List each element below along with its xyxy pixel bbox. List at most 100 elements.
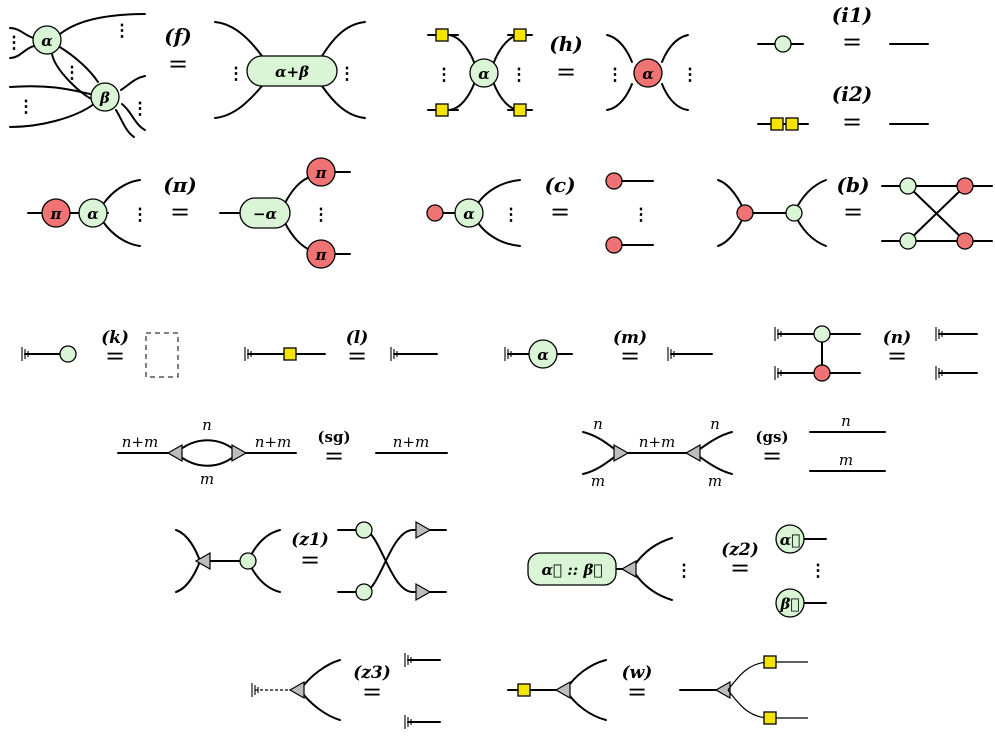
split-triangle xyxy=(415,582,432,602)
hadamard-box xyxy=(283,347,297,361)
svg-text:⋮: ⋮ xyxy=(132,205,149,225)
rule-c: α ⋮ (c) = ⋮ xyxy=(426,172,654,254)
empty-diagram xyxy=(145,332,179,378)
svg-text:=: = xyxy=(550,198,570,226)
red-spider-empty xyxy=(813,364,831,382)
split-triangle xyxy=(166,443,183,463)
svg-text:m: m xyxy=(708,472,722,490)
svg-text:n+m: n+m xyxy=(122,433,158,451)
rule-label-h: (h) xyxy=(549,32,582,56)
hadamard-box xyxy=(513,28,527,42)
rule-l: (l) = xyxy=(244,328,438,370)
list-spider xyxy=(527,552,617,586)
svg-text:⋮: ⋮ xyxy=(132,99,149,119)
svg-text:n: n xyxy=(202,416,212,434)
svg-text:β⃗: β⃗ xyxy=(780,595,800,613)
svg-text:m: m xyxy=(591,472,605,490)
svg-text:π: π xyxy=(50,205,63,223)
green-spider xyxy=(469,58,499,88)
rule-label-n: (n) xyxy=(883,328,911,348)
rule-z1: (z1) = xyxy=(175,520,447,602)
svg-text:α: α xyxy=(642,65,654,83)
red-spider-pi xyxy=(306,157,336,187)
green-spider-empty xyxy=(813,325,831,343)
rule-label-pi: (π) xyxy=(163,173,197,197)
rule-label-l: (l) xyxy=(346,328,369,348)
rule-label-b: (b) xyxy=(837,173,870,197)
svg-text:n: n xyxy=(710,415,720,433)
red-spider-empty xyxy=(956,177,974,195)
equals-sign: = xyxy=(168,50,188,78)
spider-phase-alpha: α xyxy=(41,32,53,50)
svg-text:⋮: ⋮ xyxy=(676,561,693,581)
green-spider-alpha xyxy=(78,198,108,228)
svg-text:=: = xyxy=(627,678,647,706)
svg-text:α⃗ :: β⃗: α⃗ :: β⃗ xyxy=(541,561,602,579)
svg-text:n: n xyxy=(593,415,603,433)
svg-text:⋮: ⋮ xyxy=(339,64,356,84)
svg-text:⋮: ⋮ xyxy=(682,65,699,85)
rule-label-gs: (gs) xyxy=(755,428,788,446)
svg-text:π: π xyxy=(315,246,328,264)
svg-text:=: = xyxy=(300,546,320,574)
merge-triangle xyxy=(231,443,248,463)
svg-text:=: = xyxy=(762,442,782,470)
hadamard-box xyxy=(435,103,449,117)
svg-text:=: = xyxy=(347,342,367,370)
merge-triangle xyxy=(554,680,571,700)
svg-text:=: = xyxy=(620,342,640,370)
merge-triangle xyxy=(288,680,305,700)
rule-label-c: (c) xyxy=(544,173,575,197)
hadamard-box xyxy=(763,711,777,725)
rule-i2: (i2) = xyxy=(757,82,929,136)
red-spider-empty xyxy=(605,172,623,190)
green-spider-alpha xyxy=(454,198,484,228)
red-spider-empty xyxy=(736,204,754,222)
rule-label-z1: (z1) xyxy=(291,530,329,550)
svg-text:⋮: ⋮ xyxy=(810,561,827,581)
rule-b: (b) = xyxy=(717,173,993,250)
rule-label-m: (m) xyxy=(613,328,647,348)
rule-z3: (z3) = xyxy=(251,652,441,730)
rule-label-z3: (z3) xyxy=(353,663,391,683)
hadamard-box xyxy=(435,28,449,42)
svg-text:=: = xyxy=(730,554,750,582)
svg-text:α: α xyxy=(478,65,490,83)
green-spider-empty xyxy=(355,583,373,601)
green-spider-alpha xyxy=(32,25,62,55)
svg-text:=: = xyxy=(842,108,862,136)
hadamard-box xyxy=(513,103,527,117)
red-spider-empty xyxy=(605,236,623,254)
svg-text:α: α xyxy=(463,205,475,223)
svg-text:⋮: ⋮ xyxy=(313,205,330,225)
green-spider-empty xyxy=(899,177,917,195)
svg-text:m: m xyxy=(839,451,853,469)
svg-text:π: π xyxy=(315,164,328,182)
svg-text:n+m: n+m xyxy=(255,433,291,451)
green-spider-empty xyxy=(59,345,77,363)
rule-label-w: (w) xyxy=(622,663,653,683)
red-spider-pi xyxy=(306,239,336,269)
spider-phase-beta: β xyxy=(99,89,110,107)
green-spider-neg-alpha xyxy=(239,197,291,229)
svg-text:⋮: ⋮ xyxy=(6,33,23,53)
merge-triangle xyxy=(714,680,731,700)
svg-text:−α: −α xyxy=(253,205,278,223)
rule-label-k: (k) xyxy=(101,328,129,348)
svg-text:⋮: ⋮ xyxy=(18,97,35,117)
green-spider-beta xyxy=(90,82,120,112)
rule-label-f: (f) xyxy=(164,24,192,48)
svg-text:n+m: n+m xyxy=(639,433,675,451)
green-spider-empty xyxy=(355,521,373,539)
rule-sg: n+m n m n+m (sg) = n+m xyxy=(117,416,448,488)
rule-gs: n m n+m n m (gs) = n m xyxy=(582,412,886,490)
svg-text:=: = xyxy=(842,28,862,56)
rule-pi: π α ⋮ (π) = −α π π ⋮ xyxy=(27,157,351,269)
svg-text:=: = xyxy=(887,342,907,370)
green-spider-vec-alpha xyxy=(775,524,805,554)
svg-text:=: = xyxy=(324,442,344,470)
green-spider-vec-beta xyxy=(775,588,805,618)
green-spider-alpha xyxy=(528,339,558,369)
red-spider-empty xyxy=(426,204,444,222)
red-spider xyxy=(633,58,663,88)
